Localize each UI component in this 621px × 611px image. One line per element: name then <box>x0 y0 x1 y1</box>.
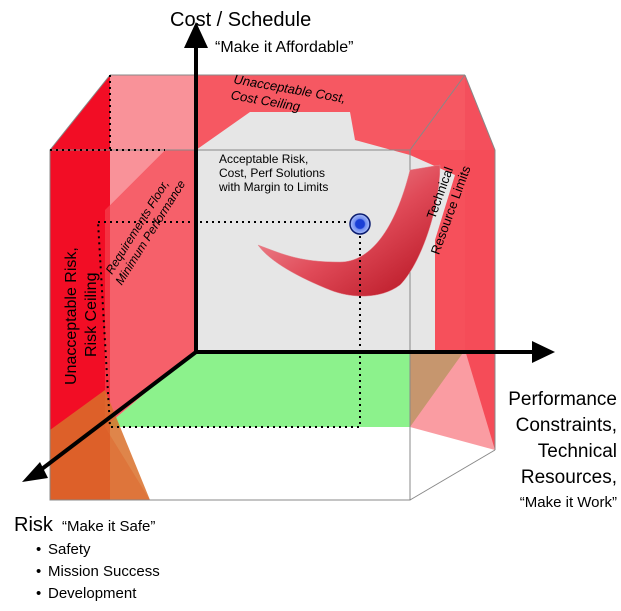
acceptable-label: Acceptable Risk, Cost, Perf Solutions wi… <box>218 152 328 194</box>
risk-floor-overlap <box>50 390 150 500</box>
risk-ceiling-line-1: Unacceptable Risk, <box>63 247 80 385</box>
cube-edges <box>49 74 496 501</box>
risk-item-bullet-1: • <box>36 541 41 558</box>
performance-line-4: Resources, <box>521 467 617 488</box>
risk-axis-title: Risk <box>14 514 54 536</box>
optimal-point-marker <box>349 213 371 235</box>
requirements-floor-wall <box>105 150 196 427</box>
performance-tagline: “Make it Work” <box>520 494 617 511</box>
risk-ceiling-label: Unacceptable Risk, Risk Ceiling <box>63 247 100 385</box>
risk-axis <box>28 350 198 480</box>
cost-axis-title: Cost / Schedule <box>170 9 311 31</box>
cost-axis-subtitle: “Make it Affordable” <box>215 39 353 56</box>
guide-lines <box>50 75 361 428</box>
acceptable-line-1: Acceptable Risk, <box>219 152 308 166</box>
acceptable-line-2: Cost, Perf Solutions <box>219 166 325 180</box>
risk-ceiling-wall-side <box>105 75 196 500</box>
risk-item-safety: Safety <box>48 541 91 558</box>
risk-item-bullet-3: • <box>36 585 41 602</box>
acceptable-line-3: with Margin to Limits <box>218 180 328 194</box>
risk-axis-arrow-icon <box>22 462 48 482</box>
cost-axis-arrow-icon <box>184 22 208 48</box>
risk-axis-subtitle: “Make it Safe” <box>62 518 155 535</box>
risk-ceiling-line-2: Risk Ceiling <box>83 273 100 357</box>
solution-surface <box>257 164 441 297</box>
performance-axis-label: Performance Constraints, Technical Resou… <box>508 389 617 511</box>
performance-line-3: Technical <box>538 441 617 462</box>
performance-line-2: Constraints, <box>516 415 617 436</box>
risk-items: • Safety • Mission Success • Development <box>36 541 160 602</box>
axes <box>22 22 555 482</box>
risk-item-bullet-2: • <box>36 563 41 580</box>
performance-line-1: Performance <box>508 389 617 410</box>
acceptable-floor <box>105 350 465 427</box>
risk-ceiling-wall <box>50 75 110 500</box>
risk-item-mission-success: Mission Success <box>48 563 160 580</box>
performance-axis-arrow-icon <box>532 341 555 363</box>
risk-item-development: Development <box>48 585 137 602</box>
